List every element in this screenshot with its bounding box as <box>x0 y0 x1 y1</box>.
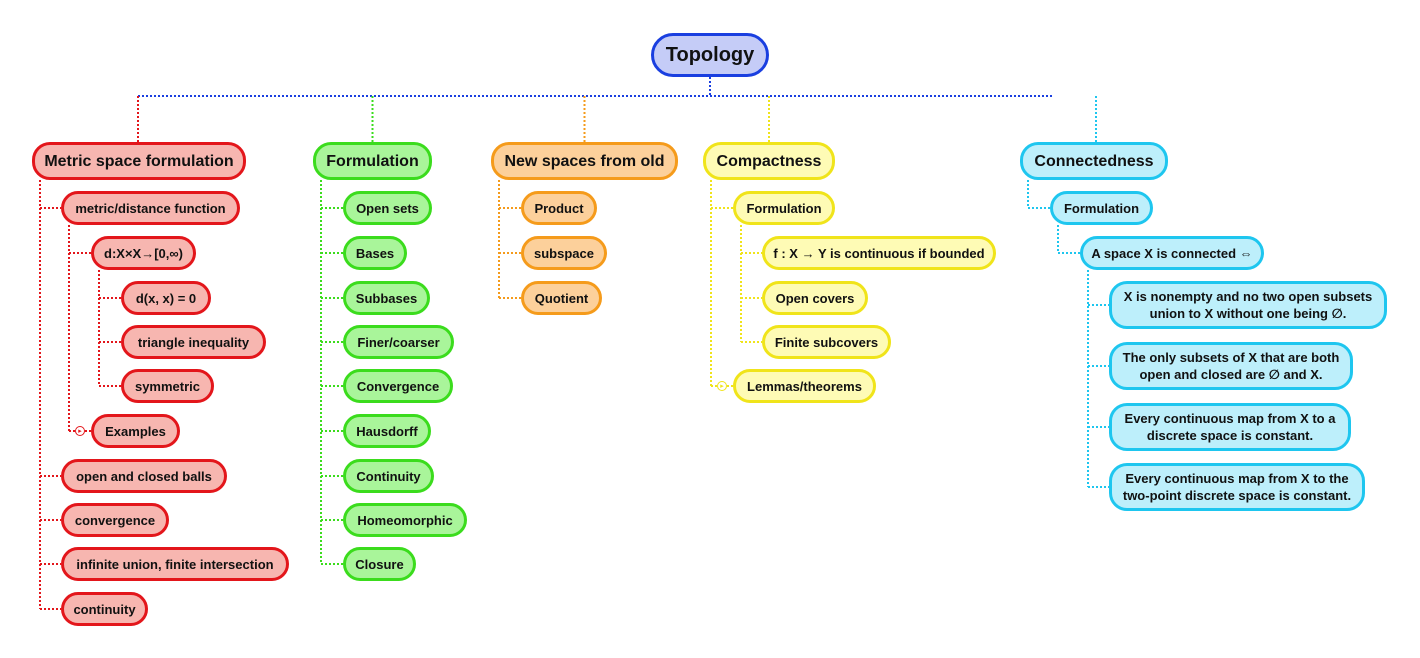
node-hausdorff[interactable]: Hausdorff <box>343 414 431 448</box>
node-open-covers[interactable]: Open covers <box>762 281 868 315</box>
node-f-x-y-is-continuous-if-bounded[interactable]: f : X → Y is continuous if bounded <box>762 236 996 270</box>
node-continuity[interactable]: Continuity <box>343 459 434 493</box>
node-homeomorphic[interactable]: Homeomorphic <box>343 503 467 537</box>
node-convergence[interactable]: convergence <box>61 503 169 537</box>
node-product[interactable]: Product <box>521 191 597 225</box>
node-formulation[interactable]: Formulation <box>1050 191 1153 225</box>
node-every-continuous-map-from-x-to-the-two-point-discrete-space-is-constant[interactable]: Every continuous map from X to the two-p… <box>1109 463 1365 511</box>
node-open-and-closed-balls[interactable]: open and closed balls <box>61 459 227 493</box>
node-finer-coarser[interactable]: Finer/coarser <box>343 325 454 359</box>
node-formulation[interactable]: Formulation <box>733 191 835 225</box>
node-d-x-x-0[interactable]: d(x, x) = 0 <box>121 281 211 315</box>
node-bases[interactable]: Bases <box>343 236 407 270</box>
node-every-continuous-map-from-x-to-a-discrete-space-is-constant[interactable]: Every continuous map from X to a discret… <box>1109 403 1351 451</box>
node-subbases[interactable]: Subbases <box>343 281 430 315</box>
node-continuity[interactable]: continuity <box>61 592 148 626</box>
node-triangle-inequality[interactable]: triangle inequality <box>121 325 266 359</box>
node-compactness[interactable]: Compactness <box>703 142 835 180</box>
node-lemmas-theorems[interactable]: Lemmas/theorems <box>733 369 876 403</box>
node-open-sets[interactable]: Open sets <box>343 191 432 225</box>
node-finite-subcovers[interactable]: Finite subcovers <box>762 325 891 359</box>
node-closure[interactable]: Closure <box>343 547 416 581</box>
node-subspace[interactable]: subspace <box>521 236 607 270</box>
node-convergence[interactable]: Convergence <box>343 369 453 403</box>
node-x-is-nonempty-and-no-two-open-subsets-union-to-x-without-one-being[interactable]: X is nonempty and no two open subsets un… <box>1109 281 1387 329</box>
node-examples[interactable]: Examples <box>91 414 180 448</box>
expand-toggle-icon[interactable]: ▸ <box>75 426 85 436</box>
node-metric-space-formulation[interactable]: Metric space formulation <box>32 142 246 180</box>
node-symmetric[interactable]: symmetric <box>121 369 214 403</box>
node-connectedness[interactable]: Connectedness <box>1020 142 1168 180</box>
expand-toggle-icon[interactable]: ▸ <box>717 381 727 391</box>
node-quotient[interactable]: Quotient <box>521 281 602 315</box>
node-a-space-x-is-connected[interactable]: A space X is connected ⇔ <box>1080 236 1264 270</box>
node-d-x-x-0[interactable]: d:X×X→[0,∞) <box>91 236 196 270</box>
node-metric-distance-function[interactable]: metric/distance function <box>61 191 240 225</box>
node-new-spaces-from-old[interactable]: New spaces from old <box>491 142 678 180</box>
node-formulation[interactable]: Formulation <box>313 142 432 180</box>
node-the-only-subsets-of-x-that-are-both-open-and-closed-are-and-x[interactable]: The only subsets of X that are both open… <box>1109 342 1353 390</box>
node-topology[interactable]: Topology <box>651 33 769 77</box>
node-infinite-union-finite-intersection[interactable]: infinite union, finite intersection <box>61 547 289 581</box>
